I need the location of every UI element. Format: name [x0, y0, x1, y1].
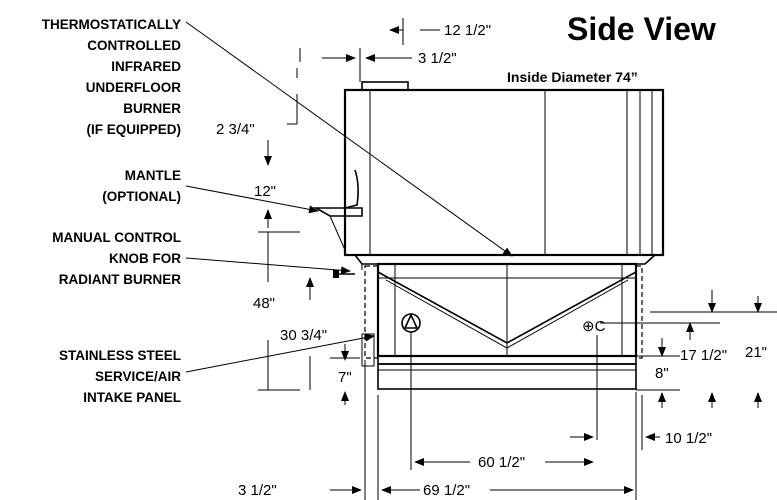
diagram-title: Side View	[567, 11, 716, 47]
dim-3-1-2-top: 3 1/2"	[299, 48, 457, 82]
dim-21: 21"	[650, 290, 777, 408]
callout-burner-line-3: INFRARED	[111, 59, 181, 74]
callout-knob: MANUAL CONTROL KNOB FOR RADIANT BURNER	[52, 230, 181, 287]
lower-cabinet	[354, 254, 656, 390]
dim-3-1-2-top-text: 3 1/2"	[418, 50, 457, 67]
leader-mantle	[185, 185, 319, 214]
dim-21-text: 21"	[745, 344, 767, 361]
callout-knob-line-3: RADIANT BURNER	[59, 272, 181, 287]
callout-burner-line-1: THERMOSTATICALLY	[42, 17, 181, 32]
mantle	[312, 169, 363, 251]
callout-mantle-line-1: MANTLE	[125, 168, 181, 183]
dim-48-text: 48"	[253, 295, 275, 312]
dim-2-3-4-text: 2 3/4"	[216, 121, 255, 138]
callout-knob-line-1: MANUAL CONTROL	[52, 230, 181, 245]
callout-mantle: MANTLE (OPTIONAL)	[102, 168, 181, 204]
dim-10-1-2-text: 10 1/2"	[665, 430, 712, 447]
callout-panel-line-1: STAINLESS STEEL	[59, 348, 181, 363]
dim-69-1-2-text: 69 1/2"	[423, 482, 470, 499]
dim-12-text: 12"	[254, 183, 276, 200]
centerline-symbol: ⊕C	[582, 318, 606, 335]
dim-17-1-2-text: 17 1/2"	[680, 347, 727, 364]
dim-3-1-2-bottom: 3 1/2"	[238, 360, 379, 500]
dim-7: 7"	[330, 344, 360, 405]
dim-12-1-2: 12 1/2"	[389, 18, 491, 45]
dim-2-3-4: 2 3/4"	[216, 68, 298, 138]
dim-10-1-2: 10 1/2"	[570, 335, 712, 450]
dim-30-3-4-text: 30 3/4"	[280, 327, 327, 344]
callout-burner-line-6: (IF EQUIPPED)	[86, 122, 181, 137]
callout-knob-line-2: KNOB FOR	[109, 251, 181, 266]
dim-3-1-2-bottom-text: 3 1/2"	[238, 482, 277, 499]
callout-panel: STAINLESS STEEL SERVICE/AIR INTAKE PANEL	[59, 348, 181, 405]
callout-mantle-line-2: (OPTIONAL)	[102, 189, 181, 204]
dim-8: 8"	[636, 338, 680, 408]
callout-burner: THERMOSTATICALLY CONTROLLED INFRARED UND…	[42, 17, 181, 137]
callout-panel-line-2: SERVICE/AIR	[95, 369, 181, 384]
leader-panel	[185, 333, 375, 373]
dim-69-1-2: 69 1/2"	[381, 392, 637, 500]
dim-12: 12"	[254, 140, 300, 233]
dim-30-3-4: 30 3/4"	[280, 277, 327, 390]
callout-burner-line-5: BURNER	[123, 101, 181, 116]
dim-7-text: 7"	[338, 369, 352, 386]
oven-body	[343, 81, 665, 257]
dim-48: 48"	[253, 232, 300, 391]
dim-60-1-2: 60 1/2"	[410, 332, 594, 471]
callout-burner-line-2: CONTROLLED	[87, 38, 181, 53]
callout-burner-line-4: UNDERFLOOR	[86, 80, 181, 95]
dim-60-1-2-text: 60 1/2"	[478, 454, 525, 471]
diagram-subtitle: Inside Diameter 74”	[507, 69, 638, 85]
callout-panel-line-3: INTAKE PANEL	[83, 390, 181, 405]
dim-17-1-2: 17 1/2"	[600, 322, 727, 408]
dim-12-1-2-text: 12 1/2"	[444, 22, 491, 39]
triangle-in-circle-icon	[401, 313, 421, 333]
leader-burner	[185, 21, 513, 257]
centerline-symbol-text: ⊕C	[582, 318, 606, 335]
dim-8-text: 8"	[655, 365, 669, 382]
control-knob	[333, 270, 355, 278]
